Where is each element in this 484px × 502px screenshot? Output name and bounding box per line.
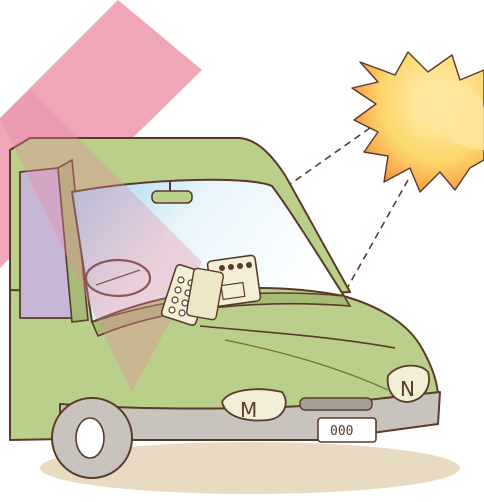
headlight-left-label: M — [240, 398, 257, 422]
ray-line-2 — [345, 180, 408, 292]
headlight-right-label: N — [400, 377, 415, 401]
sun-icon — [352, 52, 484, 192]
license-plate: 000 — [318, 418, 376, 442]
license-plate-number: 000 — [330, 424, 353, 439]
